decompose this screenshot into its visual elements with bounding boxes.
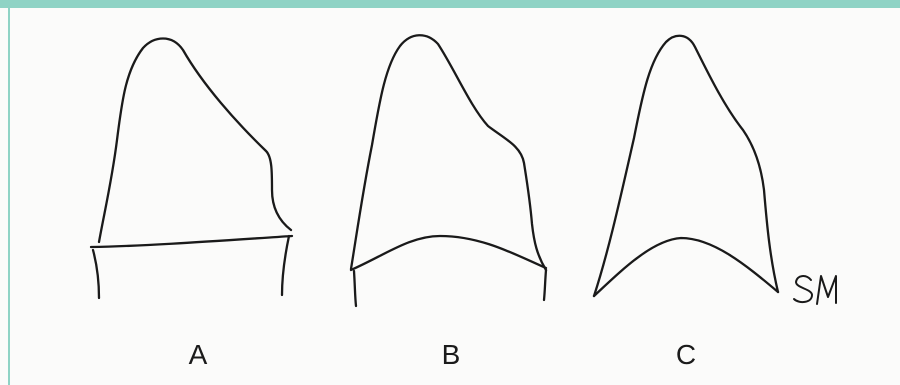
outline-a [91, 39, 292, 299]
outline-b-left-root [354, 271, 356, 306]
label-a: A [189, 339, 208, 370]
outline-a-right-root [282, 236, 289, 295]
outline-b-crown [351, 35, 546, 270]
outline-b-notch [351, 236, 546, 270]
outline-a-base-line [91, 236, 292, 247]
label-c: C [676, 339, 696, 370]
label-b: B [442, 339, 461, 370]
outline-c [594, 36, 778, 296]
signature-s [794, 276, 812, 302]
outline-a-crown [99, 39, 291, 243]
outline-a-left-root [93, 250, 99, 298]
outline-c-crown [594, 36, 778, 296]
outline-b [351, 35, 546, 306]
outline-b-right-root [544, 270, 546, 300]
outline-c-notch [594, 238, 778, 296]
signature-m [817, 276, 836, 304]
artist-signature [794, 276, 836, 304]
